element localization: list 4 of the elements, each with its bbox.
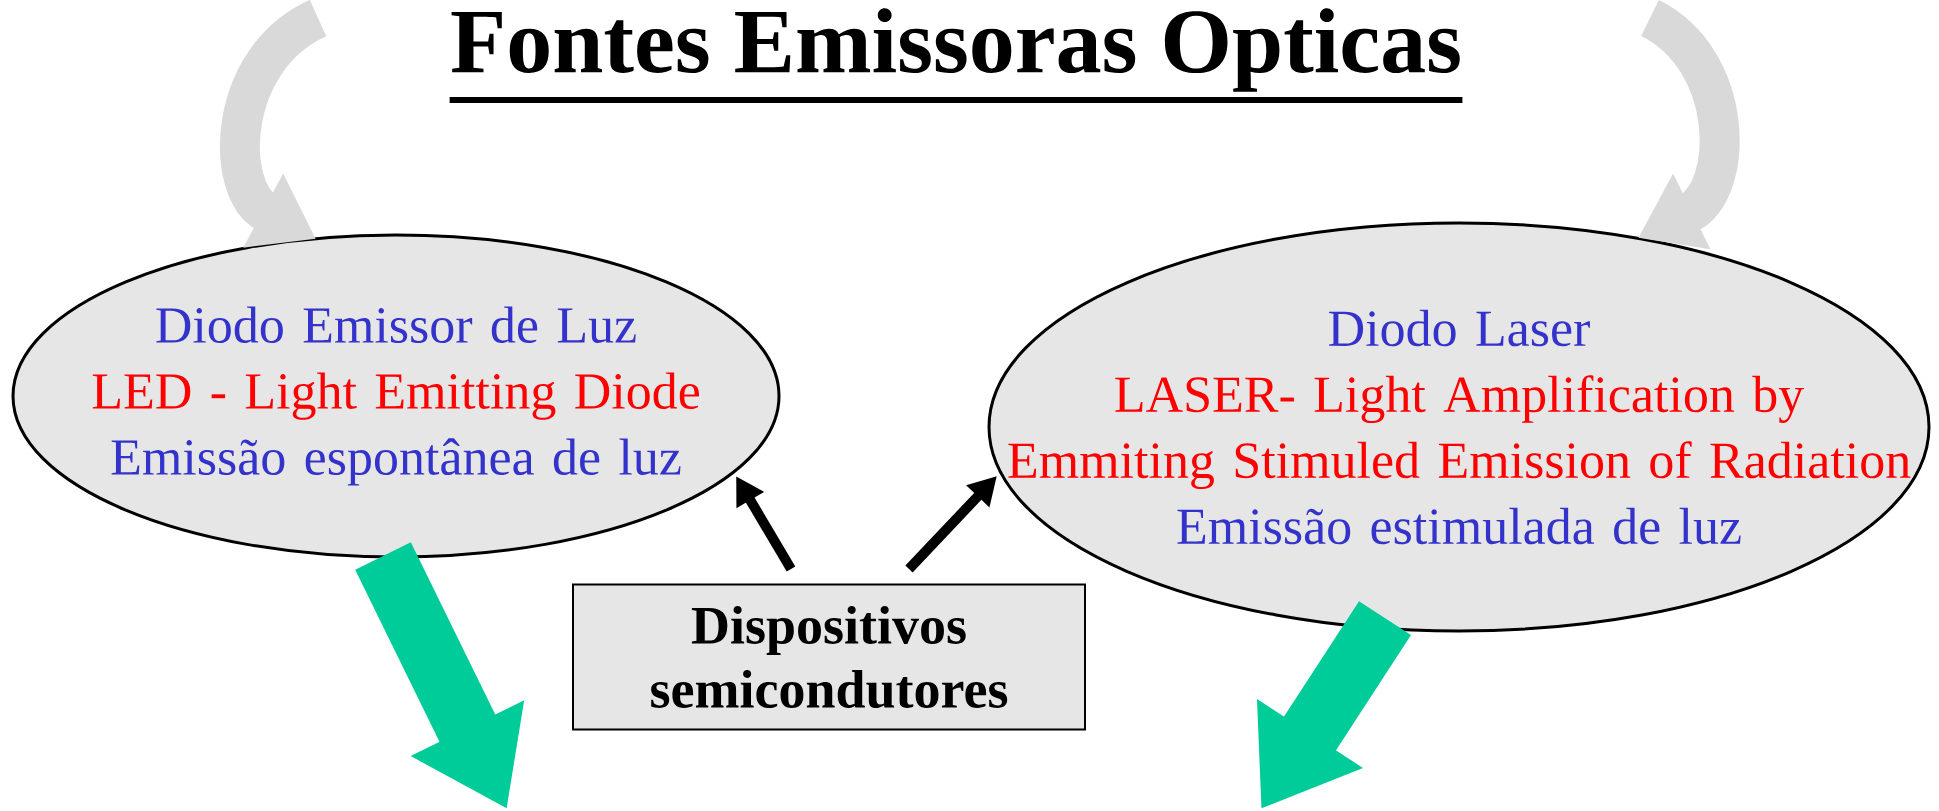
title: Fontes Emissoras Opticas bbox=[449, 8, 1463, 104]
text-box: Dispositivos semicondutores bbox=[572, 583, 1086, 731]
ellipse-node: Diodo Laser LASER- Light Amplification by Emmiting Stimuled Emission of Radiation Emissão estimulada de luz bbox=[987, 221, 1931, 633]
ellipse-node: Diodo Emissor de Luz LED - Light Emitting Diode Emissão espontânea de luz bbox=[11, 233, 781, 559]
